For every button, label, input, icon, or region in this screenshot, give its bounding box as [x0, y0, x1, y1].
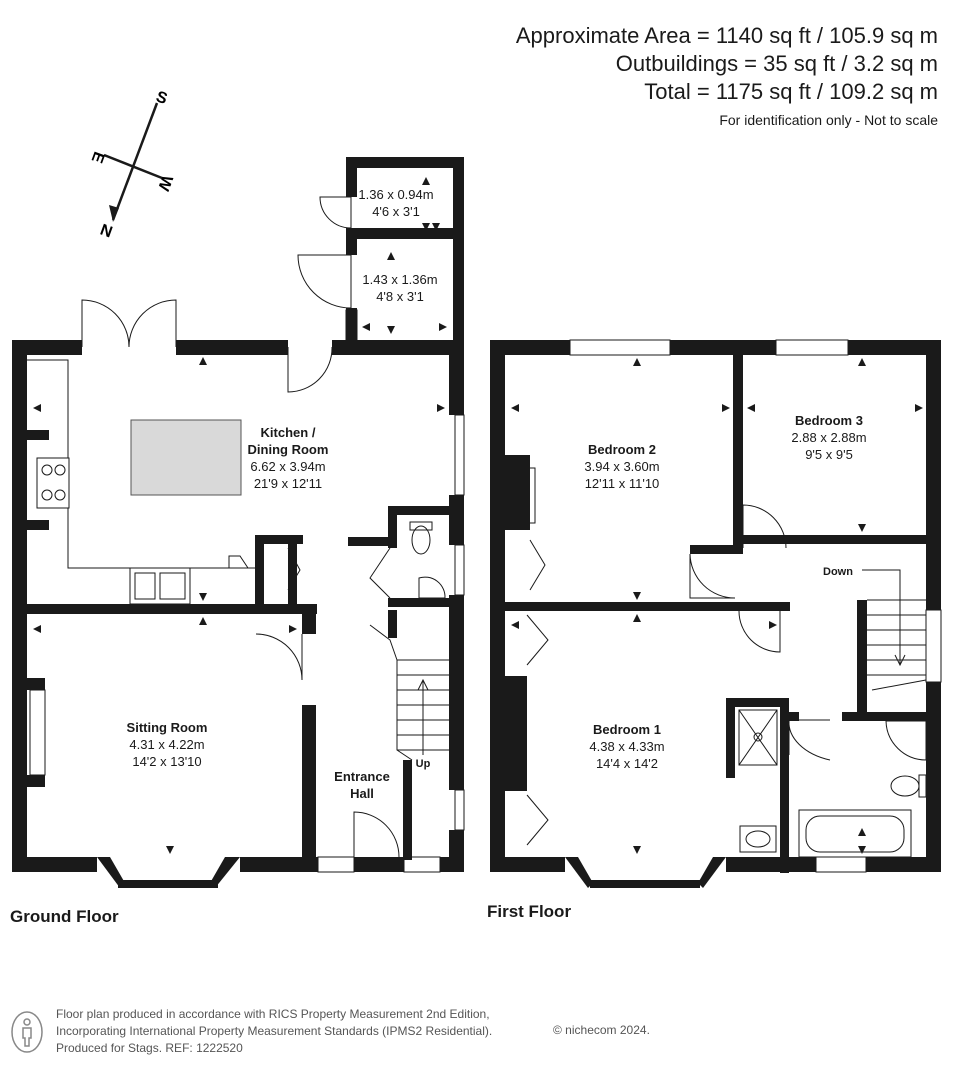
- stairs-up-label: Up: [416, 758, 431, 770]
- bedroom-3-imperial: 9'5 x 9'5: [805, 447, 853, 462]
- footer-line-1: Floor plan produced in accordance with R…: [56, 1007, 490, 1021]
- bedroom-1-name: Bedroom 1: [593, 722, 661, 737]
- copyright-notice: © nichecom 2024.: [553, 1023, 650, 1037]
- sitting-room-imperial: 14'2 x 13'10: [132, 754, 201, 769]
- ground-floor-label: Ground Floor: [10, 907, 119, 926]
- compass-w: W: [154, 173, 175, 194]
- bedroom-1-metric: 4.38 x 4.33m: [589, 739, 664, 754]
- hall-name-2: Hall: [350, 786, 374, 801]
- compass-n: N: [98, 220, 115, 240]
- bedroom-1-imperial: 14'4 x 14'2: [596, 756, 658, 771]
- footer-notes: Floor plan produced in accordance with R…: [56, 1006, 492, 1057]
- outbuilding-1-metric: 1.36 x 0.94m: [358, 187, 433, 202]
- stairs-down-label: Down: [823, 566, 853, 578]
- approximate-area: Approximate Area = 1140 sq ft / 105.9 sq…: [515, 23, 938, 48]
- person-logo-icon: [11, 1011, 43, 1053]
- bedroom-2-metric: 3.94 x 3.60m: [584, 459, 659, 474]
- sitting-room-name: Sitting Room: [127, 720, 208, 735]
- kitchen-name-1: Kitchen /: [261, 425, 316, 440]
- kitchen-imperial: 21'9 x 12'11: [254, 476, 322, 491]
- bedroom-3-metric: 2.88 x 2.88m: [791, 430, 866, 445]
- floor-plan-drawing: S E W N: [12, 88, 942, 888]
- scale-disclaimer: For identification only - Not to scale: [719, 112, 938, 128]
- ground-floor-plan: [12, 157, 464, 888]
- ground-dimension-markers: [33, 177, 447, 854]
- outbuildings-area: Outbuildings = 35 sq ft / 3.2 sq m: [615, 51, 938, 76]
- compass-e: E: [87, 149, 107, 165]
- bedroom-3-name: Bedroom 3: [795, 413, 863, 428]
- area-summary: Approximate Area = 1140 sq ft / 105.9 sq…: [516, 22, 938, 128]
- kitchen-metric: 6.62 x 3.94m: [250, 459, 325, 474]
- first-floor-fixtures: [526, 339, 942, 873]
- first-floor-label: First Floor: [487, 902, 572, 921]
- kitchen-name-2: Dining Room: [248, 442, 329, 457]
- first-floor-plan: [490, 340, 941, 888]
- sitting-room-metric: 4.31 x 4.22m: [129, 737, 204, 752]
- first-dimension-markers: [511, 358, 923, 854]
- outbuilding-1-imperial: 4'6 x 3'1: [372, 204, 420, 219]
- outbuilding-2-imperial: 4'8 x 3'1: [376, 289, 424, 304]
- bedroom-2-name: Bedroom 2: [588, 442, 656, 457]
- outbuilding-2-metric: 1.43 x 1.36m: [362, 272, 437, 287]
- compass-s: S: [154, 88, 170, 108]
- footer-line-2: Incorporating International Property Mea…: [56, 1024, 493, 1038]
- compass-icon: [103, 102, 163, 222]
- footer-line-3: Produced for Stags. REF: 1222520: [56, 1041, 243, 1055]
- hall-name-1: Entrance: [334, 769, 390, 784]
- total-area: Total = 1175 sq ft / 109.2 sq m: [644, 79, 938, 104]
- ground-floor-fixtures: [27, 196, 465, 873]
- bedroom-2-imperial: 12'11 x 11'10: [585, 476, 660, 491]
